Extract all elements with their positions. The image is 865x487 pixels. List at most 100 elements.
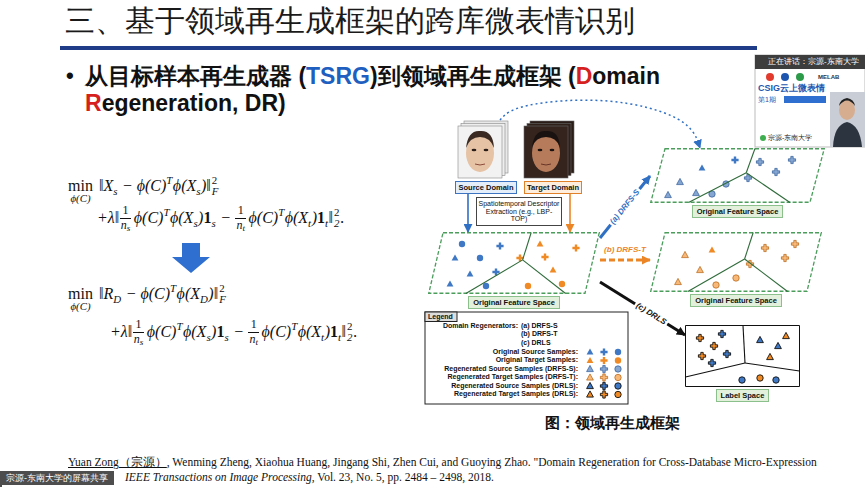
decision-boundary (688, 259, 745, 292)
formula-term: ϕ(X (173, 177, 196, 195)
formula-term: t (308, 217, 311, 230)
legend-entry: (a) DRFS-S (521, 322, 558, 331)
speaker-body (833, 122, 862, 147)
feature-space: Original Feature Space (650, 148, 825, 218)
formula-term: − ϕ(C) (118, 177, 166, 195)
process-text: Spatiotemporal Descriptor Extraction (e.… (478, 200, 560, 223)
sample-marker (496, 242, 503, 249)
formula-term: T (166, 174, 172, 187)
formula-term: t (255, 337, 258, 348)
sample-marker (723, 350, 730, 357)
formula-term: 2 (212, 174, 217, 187)
formula-term: − (216, 209, 235, 227)
figure-caption: 图：领域再生成框架 (545, 414, 680, 431)
formula-term: ϕ(X (285, 209, 308, 227)
legend-box (425, 312, 628, 404)
sample-marker (757, 336, 764, 342)
sample-marker (757, 375, 763, 381)
formula-term: − (229, 323, 248, 341)
formula-term: s (224, 331, 228, 344)
decision-boundary (743, 326, 745, 364)
legend-heading: Legend (428, 313, 453, 321)
decision-boundary (686, 363, 746, 377)
formula-term: n (236, 219, 242, 233)
video-overlay-text: MELAB (818, 74, 839, 81)
formula-term: ) (211, 323, 216, 341)
formula-term: T (278, 206, 284, 219)
sample-marker (739, 377, 745, 383)
formula-term: D (113, 293, 121, 306)
feature-space: Original Feature Space (428, 232, 600, 309)
sample-marker (677, 178, 684, 184)
face-card (524, 126, 568, 178)
formula-term: s (206, 331, 210, 344)
formula-term: 1 (123, 204, 129, 218)
bullet-text: D (576, 63, 593, 89)
title-rule (60, 46, 757, 50)
eye (472, 149, 477, 151)
parallelogram-outline (428, 232, 600, 294)
sample-marker (600, 365, 607, 372)
formula-term: ϕ(C) (134, 209, 164, 227)
space-outline (651, 233, 822, 292)
sample-marker (559, 281, 565, 287)
logo (766, 73, 774, 81)
overlay-panel (755, 55, 865, 147)
space-outline (429, 233, 600, 294)
formula-term: ϕ(X (183, 323, 206, 341)
connector-label: (a) DRFS-S (607, 186, 643, 228)
sample-marker (756, 158, 763, 165)
sample-marker (477, 255, 483, 261)
formula-term: ϕ(C) (70, 300, 90, 313)
bullet-text: egeneration, DR) (102, 90, 286, 116)
formula-term: ‖R (99, 285, 113, 303)
formula-term: +λ‖ (97, 209, 119, 227)
formula-term: − ϕ(C) (122, 285, 170, 303)
connector-arrow (600, 176, 650, 238)
bullet-mark: • (66, 63, 74, 88)
formula-term: s (113, 185, 117, 198)
bullet-text: 从目标样本再生成器 ( (85, 63, 306, 89)
eye (484, 149, 489, 151)
process-box: Spatiotemporal Descriptor Extraction (e.… (476, 197, 562, 226)
space-label: Original Feature Space (468, 296, 560, 309)
formula-term: 2 (347, 320, 352, 333)
mic-icon (760, 135, 766, 141)
decision-boundary (745, 259, 788, 292)
formula-term: ‖ (329, 209, 334, 227)
formula-term: F (212, 185, 219, 198)
reference-text: IEEE Transactions on Image Processing (125, 471, 312, 484)
formula-term: ) (312, 209, 317, 227)
sample-marker (615, 357, 621, 363)
sample-marker (452, 254, 459, 260)
formula-term: ϕ(C) (249, 209, 279, 227)
sample-marker (615, 391, 621, 397)
formula-term: 2 (334, 217, 339, 230)
sample-marker (587, 382, 594, 388)
sample-marker (525, 283, 531, 289)
reference-text: , Wenming Zheng, Xiaohua Huang, Jingang … (167, 456, 817, 469)
label-space-samples (696, 330, 789, 383)
face-card (458, 126, 502, 178)
speaker-video (830, 92, 865, 147)
sample-marker (781, 254, 788, 261)
formula-term: 1 (317, 209, 325, 227)
formula-term: ϕ(X (177, 285, 200, 303)
decision-boundary (523, 260, 566, 294)
formula-term: ϕ(X (298, 323, 321, 341)
formula-term: t (242, 223, 245, 234)
formula-term: ) (198, 209, 203, 227)
sample-marker (693, 189, 700, 195)
formula-term: 1 (203, 209, 211, 227)
sample-marker (788, 156, 795, 163)
formula-term: F (219, 293, 226, 306)
legend-text: Regenerated Source Samples (DRFS-S): (444, 365, 578, 372)
sample-marker (697, 266, 704, 272)
formula-term: 1 (251, 318, 257, 332)
sample-marker (587, 357, 594, 363)
speaker-hair (839, 98, 855, 106)
formula-term: t (325, 217, 328, 230)
formula-term: T (291, 320, 297, 333)
sample-marker (708, 359, 715, 366)
parallelogram-outline (650, 232, 822, 292)
